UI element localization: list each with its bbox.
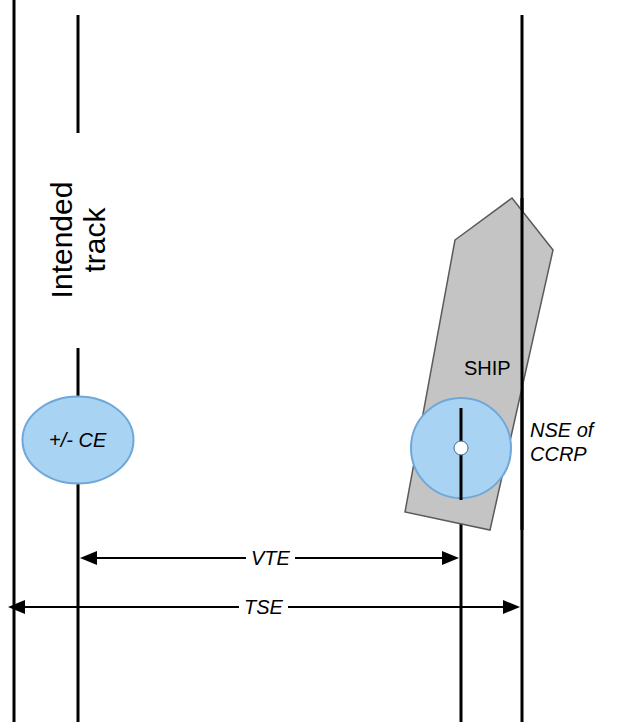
error-circle: +/- CE	[21, 395, 135, 485]
position-error-circle-outline	[409, 396, 513, 500]
dimension-label: TSE	[239, 596, 288, 618]
dimension-label: VTE	[246, 547, 295, 569]
error-label: +/- CE	[49, 428, 106, 452]
position-error-label: NSE of CCRP	[530, 418, 626, 466]
position-error-circle: NSE of CCRP	[409, 396, 513, 500]
ship-label: SHIP	[464, 356, 511, 380]
track-label: Intended track	[45, 165, 111, 315]
